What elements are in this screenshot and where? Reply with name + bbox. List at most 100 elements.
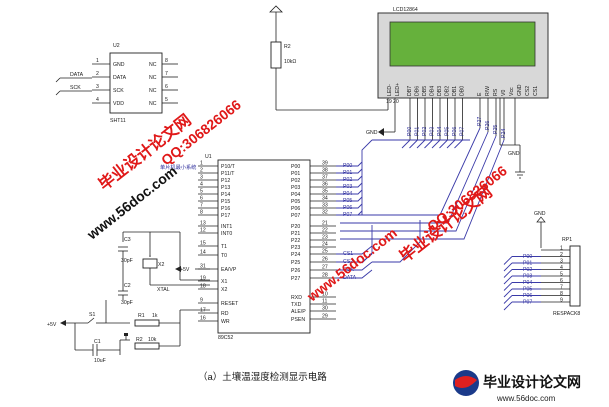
- rp1-net: P02: [523, 267, 532, 273]
- rp1-part: RESPACK8: [553, 311, 580, 317]
- lcd-pin-label: DB0: [460, 86, 466, 96]
- lcd-pin-label: RS: [493, 88, 499, 96]
- oscillator: C3 30pF X2 C2 30pF XTAL +5V: [118, 231, 210, 306]
- watermark-3: www.56doc.com: [83, 163, 180, 243]
- u1-pin-label: RD: [221, 311, 229, 317]
- u1-pin-num: 27: [322, 265, 328, 271]
- u2-pin-label: NC: [149, 101, 157, 107]
- u1-pin-label: P26: [291, 268, 300, 274]
- u2-pin-num: 3: [96, 84, 99, 90]
- vcc-arrow-icon: [175, 266, 181, 272]
- logo-title: 毕业设计论文网: [483, 374, 581, 390]
- u1-pin-label: P01: [291, 171, 300, 177]
- u2-net-sck: SCK: [70, 85, 81, 91]
- u1-pin-label: P02: [291, 178, 300, 184]
- u1-pin-label: P05: [291, 199, 300, 205]
- u1-pin-label: P00: [291, 164, 300, 170]
- lcd-pin-label: DB7: [407, 86, 413, 96]
- u1-pin-num: 13: [200, 221, 206, 227]
- u1-pin-label: P25: [291, 260, 300, 266]
- rp1-net: P06: [523, 293, 532, 299]
- lcd-label: LCD12864: [393, 7, 418, 13]
- lcd-ctrl-net: P26: [485, 121, 491, 130]
- rp1-pin-num: 1: [560, 246, 563, 252]
- u1-body: [217, 159, 311, 334]
- u1-pin-num: 1: [200, 161, 203, 167]
- rp1-pin-num: 8: [560, 291, 563, 297]
- u1-pin-num: 11: [322, 299, 327, 305]
- lcd-bus-net: P03: [430, 127, 436, 136]
- rp1-net: P07: [523, 300, 532, 306]
- u1-pin-label: P06: [291, 206, 300, 212]
- r2-ref: R2: [284, 44, 291, 50]
- u1-pin-num: 7: [200, 203, 203, 209]
- vcc-arrow-icon: [60, 320, 66, 326]
- u1-pin-num: 5: [200, 189, 203, 195]
- rp1-pin-num: 4: [560, 265, 563, 271]
- u1-pin-num: 6: [200, 196, 203, 202]
- c1-value: 10uF: [94, 358, 106, 364]
- lcd-bus-net: P05: [445, 127, 451, 136]
- u2-pin-label: SCK: [113, 88, 124, 94]
- rp1-net: P05: [523, 287, 532, 293]
- lcd-pin-label: LED-: [387, 84, 393, 96]
- gnd-arrow-icon: [378, 128, 384, 136]
- u1-pin-num: 38: [322, 168, 328, 174]
- r2-value: 10kΩ: [284, 59, 296, 65]
- u1-pin-num: 16: [200, 316, 206, 322]
- u1-pin-num: 37: [322, 175, 328, 181]
- u2-body: [109, 52, 163, 114]
- lcd-pin-label: GND: [517, 84, 523, 96]
- u1-pin-num: 3: [200, 175, 203, 181]
- r2-reset-value: 10k: [148, 337, 157, 343]
- watermark-4: www.56doc.com: [303, 225, 400, 305]
- c2-value: 30pF: [121, 300, 133, 306]
- c3-ref: C3: [124, 237, 131, 243]
- u1-pin-num: 33: [322, 203, 328, 209]
- u1-pin-num: 34: [322, 196, 328, 202]
- gnd-icon: [536, 216, 546, 223]
- rp1-respack: GND RP1 123456789P00P01P02P03P04P05P06P0…: [503, 211, 581, 317]
- watermark-6: 毕业设计论文网: [396, 182, 496, 266]
- lcd-pin-label: LED+: [395, 83, 401, 96]
- lcd-pin-label: DB1: [452, 86, 458, 96]
- u1-pin-num: 21: [322, 221, 328, 227]
- u2-pin-label: NC: [149, 62, 157, 68]
- u1-pin-num: 2: [200, 168, 203, 174]
- s1-ref: S1: [89, 312, 95, 318]
- u1-pin-label: P04: [291, 192, 300, 198]
- figure-caption: （a）土壤温湿度检测显示电路: [198, 371, 327, 383]
- rp1-pin-num: 9: [560, 298, 563, 304]
- u1-pin-num: 14: [200, 250, 206, 256]
- u2-pin-num: 6: [165, 84, 168, 90]
- lcd-bus-net: P06: [452, 127, 458, 136]
- u1-pin-num: 23: [322, 235, 328, 241]
- site-logo: 毕业设计论文网 www.56doc.com: [443, 366, 606, 404]
- u2-pin-label: DATA: [113, 75, 127, 81]
- u1-ref: U1: [205, 154, 212, 160]
- u1-pin-label: P16: [221, 206, 230, 212]
- u1-pin-label: RESET: [221, 301, 239, 307]
- u1-pin-num: 17: [200, 308, 206, 314]
- r2-reset-ref: R2: [136, 337, 143, 343]
- crystal: [142, 258, 158, 269]
- lcd-pin-label: CS1: [533, 86, 539, 96]
- u1-pin-label: INT0: [221, 231, 232, 237]
- xtal-ref: X2: [158, 262, 164, 268]
- gnd-label-2: GND: [508, 151, 520, 157]
- u1-pin-label: WR: [221, 319, 230, 325]
- logo-url: www.56doc.com: [496, 394, 556, 403]
- lcd-bus-net: P04: [437, 127, 443, 136]
- u1-pin-label: T0: [221, 253, 227, 259]
- lcd-pin-num-19: 19: [386, 99, 392, 105]
- u1-pin-num: 31: [200, 264, 206, 270]
- u1-part: 89C52: [218, 335, 233, 341]
- lcd-pin-label: DB4: [430, 86, 436, 96]
- r2-reset-resistor: [134, 342, 160, 350]
- u2-pin-num: 8: [165, 58, 168, 64]
- rp1-pin-num: 3: [560, 259, 563, 265]
- lcd-screen: [389, 21, 536, 67]
- lcd-bus-net: P02: [422, 127, 428, 136]
